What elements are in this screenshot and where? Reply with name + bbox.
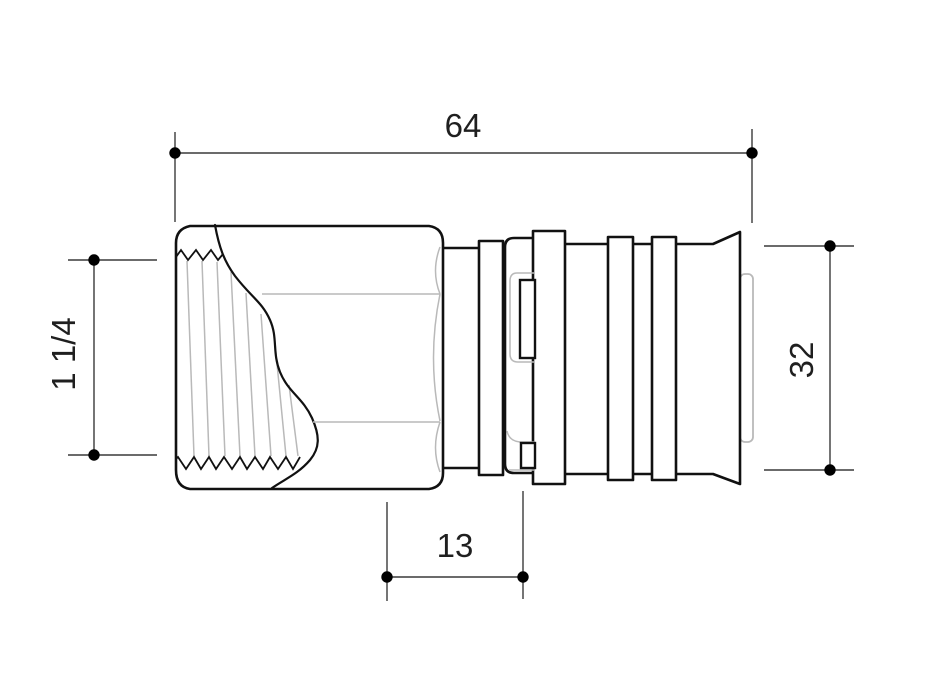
sleeve-rib-1 bbox=[606, 235, 635, 482]
dimension-press-depth: 13 bbox=[381, 491, 529, 601]
dimension-overall-length: 64 bbox=[169, 107, 758, 223]
thread-section bbox=[175, 223, 319, 490]
thread-crest-bottom bbox=[175, 455, 301, 471]
hex-outline bbox=[174, 224, 445, 491]
window-bottom bbox=[519, 441, 537, 470]
press-sleeve bbox=[477, 229, 742, 486]
hex-nut-body bbox=[174, 224, 445, 491]
hex-facet-lines bbox=[262, 246, 441, 473]
neck bbox=[443, 246, 480, 470]
cutaway-break-line bbox=[213, 223, 319, 490]
dimension-thread-size: 1 1/4 bbox=[45, 254, 157, 461]
tube-end-stub bbox=[739, 273, 754, 443]
dimension-label-outer-diameter: 32 bbox=[783, 342, 820, 379]
thread-crest-top bbox=[175, 248, 224, 262]
inspection-windows bbox=[506, 272, 537, 471]
window-top bbox=[518, 278, 537, 360]
dimension-label-press-depth: 13 bbox=[437, 527, 474, 564]
dimension-label-overall-length: 64 bbox=[445, 107, 482, 144]
sleeve-rib-2 bbox=[650, 235, 678, 482]
collar-ring bbox=[477, 239, 505, 477]
sleeve-band bbox=[531, 229, 567, 486]
dimension-outer-diameter: 32 bbox=[764, 240, 854, 476]
dimension-label-thread-size: 1 1/4 bbox=[45, 317, 82, 390]
